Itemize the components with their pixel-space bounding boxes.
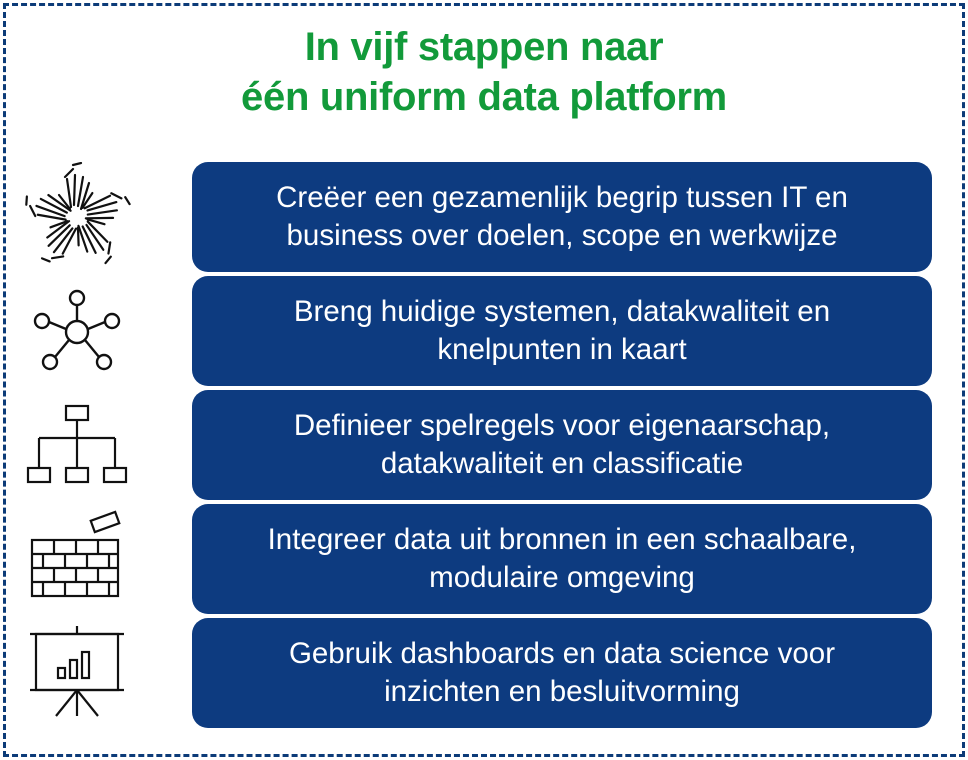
network-hub-icon — [20, 276, 134, 386]
step-1-line-1: Creëer een gezamenlijk begrip tussen IT … — [276, 181, 848, 214]
title-line-2: één uniform data platform — [241, 75, 727, 119]
step-5-line-2: inzichten en besluitvorming — [384, 675, 740, 708]
step-4-line-1: Integreer data uit bronnen in een schaal… — [267, 523, 857, 556]
page-title: In vijf stappen naar één uniform data pl… — [0, 22, 968, 122]
dashed-frame — [3, 3, 965, 757]
step-2-line-2: knelpunten in kaart — [437, 333, 687, 366]
title-line-1: In vijf stappen naar — [304, 25, 664, 69]
step-4-line-2: modulaire omgeving — [429, 561, 695, 594]
presentation-board-icon — [20, 618, 134, 728]
step-5-box: Gebruik dashboards en data science voor … — [192, 618, 932, 728]
brick-wall-icon — [20, 504, 134, 614]
step-2-box: Breng huidige systemen, datakwaliteit en… — [192, 276, 932, 386]
step-3-box: Definieer spelregels voor eigenaarschap,… — [192, 390, 932, 500]
step-3-line-1: Definieer spelregels voor eigenaarschap, — [293, 409, 831, 442]
step-5-line-1: Gebruik dashboards en data science voor — [288, 637, 836, 670]
org-chart-icon — [20, 390, 134, 500]
step-3-line-2: datakwaliteit en classificatie — [380, 447, 744, 480]
step-1-box: Creëer een gezamenlijk begrip tussen IT … — [192, 162, 932, 272]
hands-together-icon — [20, 162, 134, 272]
step-4-box: Integreer data uit bronnen in een schaal… — [192, 504, 932, 614]
step-1-line-2: business over doelen, scope en werkwijze — [286, 219, 838, 252]
step-2-line-1: Breng huidige systemen, datakwaliteit en — [293, 295, 831, 328]
